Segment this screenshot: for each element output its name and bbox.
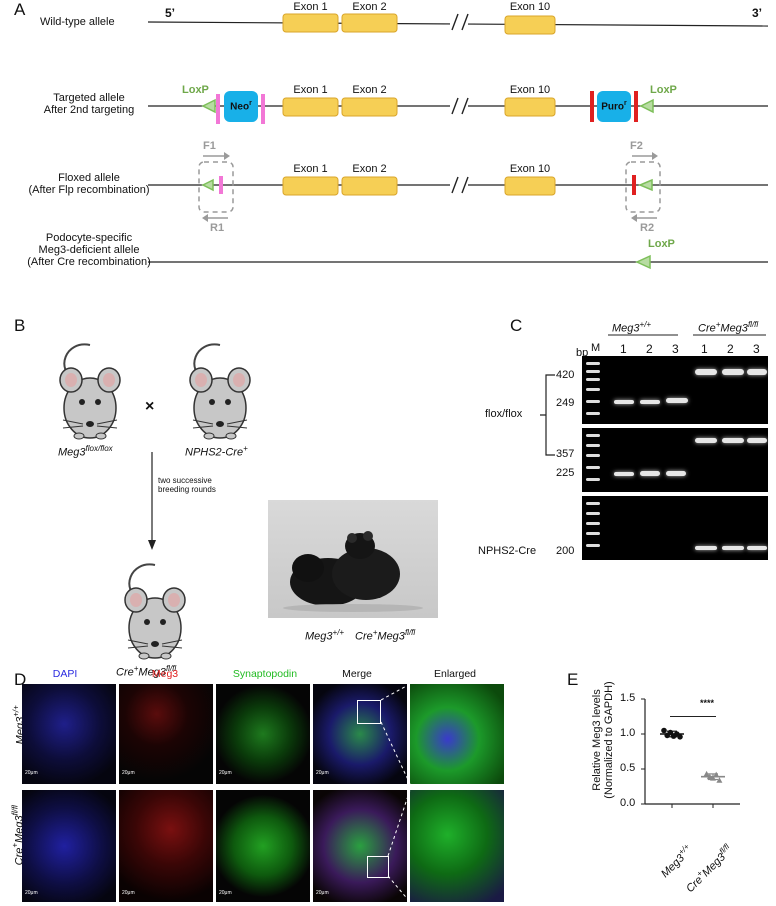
gel-image-2 [582,428,768,492]
micrograph-dapi-wt [22,684,116,784]
column-label-meg3: Meg3 [151,668,179,680]
exon1-label: Exon 1 [293,163,328,175]
row-label-deficient: Podocyte-specific Meg3-deficient allele … [27,232,151,268]
lane-label: 1 [701,342,708,356]
ytick-label: 1.5 [620,692,636,704]
micrograph-merge-ko [313,790,407,902]
loxp-label: LoxP [182,84,209,96]
scale-bar-label: 20μm [122,890,135,896]
exon2-label: Exon 2 [352,84,387,96]
puro-cassette [597,91,631,122]
scale-bar-label: 20μm [316,890,329,896]
column-label-synaptopodin: Synaptopodin [232,668,298,680]
scale-bar-label: 20μm [25,890,38,896]
exon1-label: Exon 1 [293,84,328,96]
size-label: 200 [556,545,575,557]
lane-label: 2 [727,342,734,356]
micrograph-synaptopodin-wt [216,684,310,784]
exon1-box [282,13,339,33]
panel-label-b: B [14,316,26,335]
micrograph-meg3-ko [119,790,213,902]
exon2-box [341,13,398,33]
scale-bar-label: 20μm [122,770,135,776]
neo-cassette [224,91,258,122]
marker-label: M [591,342,601,354]
loxp-label: LoxP [650,84,677,96]
size-label: 357 [556,448,575,460]
five-prime-end: 5’ [165,6,176,20]
row-label-wild-type: Wild-type allele [40,16,115,28]
exon2-label: Exon 2 [352,163,387,175]
micrograph-enlarged-ko [410,790,504,902]
gel-row-label-cre: NPHS2-Cre [478,545,537,557]
three-prime-end: 3’ [752,6,763,20]
micrograph-synaptopodin-ko [216,790,310,902]
scale-bar-label: 20μm [219,890,232,896]
photo-label-ko: Cre+Meg3fl/fl [355,628,416,643]
gel-image-3 [582,496,768,560]
primer-f1: F1 [203,140,216,152]
exon10-label: Exon 10 [509,163,551,175]
offspring-genotype: Cre+Meg3fl/fl [116,664,177,679]
parent2-genotype: NPHS2-Cre+ [185,444,248,459]
primer-r1: R1 [210,222,225,234]
scale-bar-label: 20μm [316,770,329,776]
ytick-label: 1.0 [620,727,636,739]
ytick-label: 0.5 [620,762,636,774]
size-label: 225 [556,467,575,479]
gel-row-label-flox: flox/flox [485,408,523,420]
data-point [716,777,723,783]
lane-label: 1 [620,342,627,356]
data-point [661,727,667,734]
lane-label: 2 [646,342,653,356]
size-label: 420 [556,369,575,381]
gel-image-1 [582,356,768,424]
micrograph-dapi-ko [22,790,116,902]
column-label-enlarged: Enlarged [433,668,477,680]
parent1-genotype: Meg3flox/flox [58,444,113,459]
row-label-floxed: Floxed allele (After Flp recombination) [28,172,150,196]
panel-label-c: C [510,316,523,335]
ytick-label: 0.0 [620,797,636,809]
loxp-icon [201,98,216,114]
data-point [703,770,710,777]
exon10-label: Exon 10 [509,1,551,13]
mice-photo [268,500,438,618]
micrograph-meg3-wt [119,684,213,784]
cross-symbol: × [145,398,155,415]
panel-label-a: A [14,0,26,19]
gel-group-wt: Meg3+/+ [612,320,652,335]
size-label: 249 [556,397,575,409]
loxp-label: LoxP [648,238,675,250]
exon2-label: Exon 2 [352,1,387,13]
lane-label: 3 [672,342,679,356]
panel-label-e: E [567,670,579,689]
column-label-dapi: DAPI [52,668,78,680]
scale-bar-label: 20μm [25,770,38,776]
puro-label: Puror [601,100,627,113]
scale-bar-label: 20μm [219,770,232,776]
primer-f2: F2 [630,140,643,152]
data-point [677,734,683,740]
micrograph-merge-wt [313,684,407,784]
significance-label: **** [700,698,715,708]
primer-r2: R2 [640,222,655,234]
photo-label-wt: Meg3+/+ [305,628,345,643]
neo-label: Neor [230,100,252,113]
breeding-note: two successive breeding rounds [158,476,216,494]
row-label-targeted: Targeted allele After 2nd targeting [43,92,135,116]
lane-label: 3 [753,342,760,356]
column-label-merge: Merge [342,668,372,680]
exon10-label: Exon 10 [509,84,551,96]
exon1-label: Exon 1 [293,1,328,13]
micrograph-enlarged-wt [410,684,504,784]
gel-group-ko: Cre+Meg3fl/fl [698,320,759,335]
exon10-box [504,15,556,35]
